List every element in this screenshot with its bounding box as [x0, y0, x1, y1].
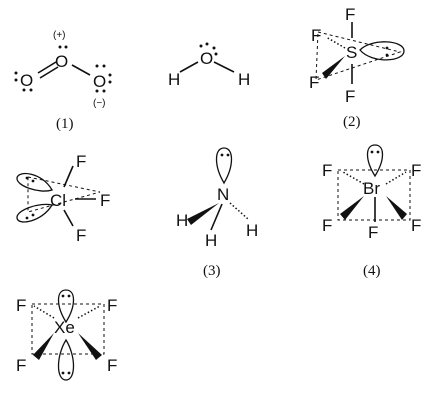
- bond-xe-f-hashed-right: [77, 305, 101, 319]
- bond-single: [71, 64, 91, 76]
- structure-ozone: O O O (+) (−) (1): [14, 30, 112, 132]
- dashed-plane: [31, 303, 105, 355]
- fluorine-top: F: [76, 152, 86, 171]
- dashed-plane: [27, 176, 101, 213]
- oxygen-water: O: [200, 49, 213, 68]
- bromine: Br: [363, 179, 380, 198]
- fluorine-top: F: [345, 5, 355, 24]
- bond-br-f-hashed-right: [385, 171, 407, 185]
- bond-n-h-bottom: [210, 203, 223, 231]
- structure-water: O H H: [168, 42, 250, 89]
- lone-pair-lobe: [359, 41, 405, 61]
- bond-cl-f-top: [63, 165, 74, 188]
- negative-charge: (−): [93, 98, 106, 109]
- bond-cl-f-bottom: [63, 209, 74, 227]
- bond-br-f-wedge-left: [340, 196, 364, 220]
- structure-label-1: (1): [56, 116, 74, 132]
- sulfur: S: [346, 43, 357, 62]
- fluorine-bottom-right: F: [107, 356, 117, 375]
- hydrogen-left: H: [168, 70, 180, 89]
- fluorine-top-left: F: [16, 296, 26, 315]
- nitrogen: N: [217, 185, 229, 204]
- bond-oh-left: [179, 61, 199, 73]
- bond-br-f-wedge-right: [386, 196, 407, 220]
- dashed-plane: [337, 169, 411, 221]
- hydrogen-bottom: H: [205, 231, 217, 250]
- lone-pair-lobe-bottom: [57, 338, 75, 381]
- hydrogen-right: H: [246, 221, 258, 240]
- fluorine-bottom-right: F: [411, 216, 421, 235]
- hydrogen-left: H: [176, 211, 188, 230]
- fluorine-left-top: F: [311, 26, 321, 45]
- bond-xe-f-wedge-left: [33, 333, 54, 360]
- structure-label-3: (3): [203, 263, 221, 279]
- oxygen-center: O: [55, 52, 68, 71]
- dashed-plane: [315, 31, 402, 81]
- fluorine-bottom-left: F: [16, 356, 26, 375]
- fluorine-top-right: F: [411, 161, 421, 180]
- xenon: Xe: [54, 318, 75, 337]
- bond-s-f-hashed: [325, 36, 346, 49]
- structure-brf5: Br F F F F F (4): [322, 144, 421, 279]
- positive-charge: (+): [53, 30, 66, 41]
- lone-pair-lobe: [366, 144, 384, 178]
- bond-s-f-wedge: [322, 56, 345, 79]
- structure-label-4: (4): [363, 263, 381, 279]
- lone-pair-lobe-top: [57, 289, 75, 324]
- lone-pair-dots: [14, 45, 112, 93]
- fluorine-top-left: F: [322, 161, 332, 180]
- bond-n-h-wedge: [187, 203, 219, 225]
- bond-n-h-hashed: [229, 202, 249, 220]
- fluorine-bottom-center: F: [368, 223, 378, 242]
- lone-pair-dots: [199, 42, 218, 56]
- hydrogen-right: H: [238, 70, 250, 89]
- structure-clf3: Cl F F F: [16, 152, 110, 245]
- bond-oh-right: [213, 61, 235, 73]
- fluorine-bottom: F: [76, 226, 86, 245]
- bond-xe-f-hashed-left: [33, 305, 55, 319]
- bond-xe-f-wedge-right: [78, 333, 102, 360]
- structure-xef4: Xe F F F F: [16, 289, 117, 381]
- bond-br-f-hashed-left: [342, 171, 365, 185]
- bond-double-a: [37, 61, 57, 74]
- fluorine-bottom-left: F: [322, 216, 332, 235]
- chlorine: Cl: [50, 191, 66, 210]
- structure-nh3: N H H H (3): [176, 147, 258, 279]
- structure-sf4: F S F F F (2): [309, 5, 405, 130]
- fluorine-left-bottom: F: [309, 73, 319, 92]
- lone-pair-lobe: [215, 147, 233, 185]
- lone-pair-lobe-top: [16, 172, 53, 192]
- oxygen-right: O: [93, 72, 106, 91]
- fluorine-bottom: F: [345, 87, 355, 106]
- oxygen-left: O: [20, 71, 33, 90]
- lone-pair-lobe-bottom: [16, 203, 54, 223]
- structure-label-2: (2): [343, 114, 361, 130]
- fluorine-top-right: F: [107, 296, 117, 315]
- fluorine-right: F: [100, 191, 110, 210]
- bond-double-b: [39, 66, 59, 79]
